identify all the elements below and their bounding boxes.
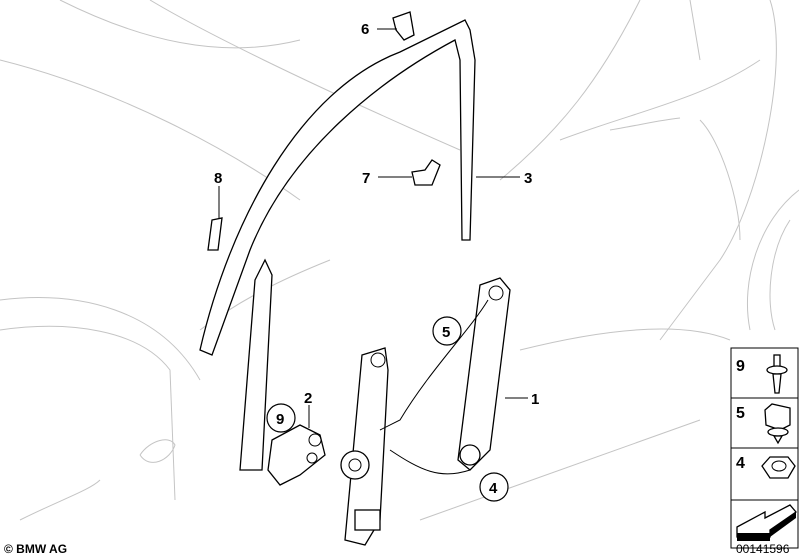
clip-icon xyxy=(764,403,791,445)
arrow-icon xyxy=(736,504,797,541)
callout-7: 7 xyxy=(362,170,370,187)
car-body-outline xyxy=(0,0,799,521)
diagram-id: 00141596 xyxy=(736,542,790,556)
copyright: © BMW AG xyxy=(4,542,67,556)
legend-number-9: 9 xyxy=(736,358,745,375)
callout-9: 9 xyxy=(276,411,284,428)
window-guide-rail xyxy=(199,19,476,471)
callout-8: 8 xyxy=(214,170,222,187)
part-8-seal xyxy=(207,217,223,251)
leader-lines xyxy=(218,28,528,428)
window-motor xyxy=(267,424,326,486)
callout-4-circle xyxy=(479,472,509,502)
callout-3: 3 xyxy=(524,170,532,187)
callout-1: 1 xyxy=(531,391,539,408)
window-regulator xyxy=(340,277,511,546)
legend-number-4: 4 xyxy=(736,455,745,472)
legend-number-5: 5 xyxy=(736,405,745,422)
parts-legend: 9 5 4 xyxy=(730,347,799,549)
callout-6: 6 xyxy=(361,21,369,38)
callout-9-circle xyxy=(266,403,296,433)
callout-5: 5 xyxy=(442,324,450,341)
callout-5-circle xyxy=(432,316,462,346)
part-6-cap xyxy=(392,11,415,41)
nut-icon xyxy=(761,456,796,479)
callout-2: 2 xyxy=(304,390,312,407)
callout-4: 4 xyxy=(489,480,498,497)
screw-icon xyxy=(766,354,788,394)
part-7-clip xyxy=(411,159,441,186)
